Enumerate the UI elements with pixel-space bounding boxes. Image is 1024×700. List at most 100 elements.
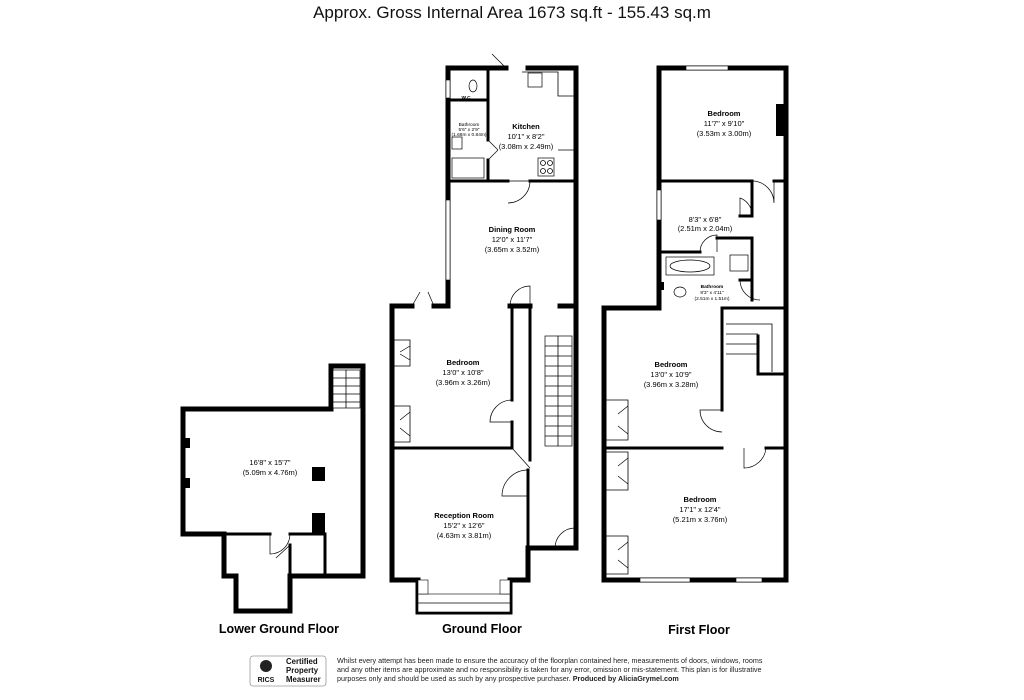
lower-ground-floor-plan: 16'8" x 15'7" (5.09m x 4.76m) Lower Grou…	[180, 363, 366, 636]
lower-ground-room-metric: (5.09m x 4.76m)	[243, 468, 298, 477]
wardrobe	[604, 451, 629, 491]
sink	[527, 72, 543, 88]
wardrobe-door	[399, 345, 411, 437]
first-small-room-metric: (2.51m x 2.04m)	[678, 224, 733, 233]
lower-ground-floor-label: Lower Ground Floor	[219, 622, 339, 636]
door-swing	[554, 527, 576, 549]
ground-bathroom-dims: 5'6" x 2'9"	[459, 127, 480, 133]
door-swing	[275, 544, 291, 559]
front-window	[735, 577, 763, 583]
badge-line-1: Certified	[286, 657, 318, 666]
chimney-breast	[183, 478, 190, 488]
partition-small-room	[738, 179, 754, 218]
badge-line-3: Measurer	[286, 675, 321, 684]
door-swing	[699, 234, 718, 253]
rics-badge: RICS Certified Property Measurer	[249, 655, 327, 687]
front-window	[639, 577, 691, 583]
lower-ground-outer-wall	[180, 363, 366, 614]
dining-room-dims: 12'0" x 11'7"	[492, 235, 533, 244]
reception-room-dims: 15'2" x 12'6"	[443, 521, 484, 530]
ground-bedroom-metric: (3.96m x 3.26m)	[436, 378, 491, 387]
ground-floor-stairs	[544, 335, 573, 447]
door-swing	[739, 279, 761, 301]
first-floor-label: First Floor	[668, 623, 730, 637]
wardrobe	[392, 339, 411, 367]
side-window	[656, 189, 662, 221]
disclaimer-line-3: purposes only and should be used as such…	[337, 674, 679, 683]
chimney-breast	[659, 282, 664, 290]
reception-room-name: Reception Room	[434, 511, 494, 520]
side-window	[445, 79, 451, 99]
first-middle-bedroom-metric: (3.96m x 3.28m)	[644, 380, 699, 389]
chimney-breast	[776, 104, 786, 136]
door-swing	[489, 399, 513, 423]
ground-floor-label: Ground Floor	[442, 622, 522, 636]
toilet	[673, 286, 687, 298]
toilet	[468, 79, 478, 93]
wardrobe-door	[617, 405, 629, 569]
door-swing	[269, 533, 291, 555]
wardrobe	[604, 535, 629, 575]
wc-label: W.C	[461, 95, 471, 101]
first-bathroom-metric: (2.51m x 1.51m)	[695, 296, 730, 302]
hob	[537, 157, 555, 177]
kitchen-fittings	[522, 71, 575, 177]
basin	[729, 254, 749, 272]
produced-by: Produced by AliciaGrymel.com	[573, 674, 679, 683]
first-floor-stairs	[726, 323, 788, 376]
ground-floor-plan: W.C Bathroom 5'6" x 2'9" (1.68m x 0.84m)…	[389, 53, 579, 636]
chimney-breast	[312, 513, 325, 534]
lower-ground-stairs	[332, 369, 361, 409]
door-swing	[751, 180, 775, 204]
first-front-bedroom-dims: 17'1" x 12'4"	[679, 505, 720, 514]
door-swing	[491, 53, 507, 69]
disclaimer-line-3-text: purposes only and should be used as such…	[337, 674, 571, 683]
ground-bathroom-name: Bathroom	[459, 122, 480, 128]
kitchen-metric: (3.08m x 2.49m)	[499, 142, 554, 151]
rear-window	[685, 65, 729, 71]
lower-ground-room-dims: 16'8" x 15'7"	[249, 458, 290, 467]
bath	[451, 157, 485, 179]
door-swing	[411, 291, 435, 307]
first-floor-outer-wall	[601, 65, 789, 583]
first-rear-bedroom-dims: 11'7" x 9'10"	[704, 119, 745, 128]
door-swing	[501, 469, 529, 497]
bay-window	[417, 579, 511, 613]
first-rear-bedroom-metric: (3.53m x 3.00m)	[697, 129, 752, 138]
door-swing	[511, 447, 531, 469]
chimney-breast	[312, 467, 325, 481]
ground-bathroom-metric: (1.68m x 0.84m)	[452, 132, 487, 138]
dining-room-metric: (3.65m x 3.52m)	[485, 245, 540, 254]
first-floor-plan: Bedroom 11'7" x 9'10" (3.53m x 3.00m) 8'…	[601, 65, 789, 637]
first-middle-bedroom-name: Bedroom	[655, 360, 688, 369]
first-middle-bedroom-dims: 13'0" x 10'9"	[650, 370, 691, 379]
bathroom-fittings	[451, 79, 485, 179]
door-swing	[743, 447, 767, 469]
first-small-room-dims: 8'3" x 6'8"	[689, 215, 722, 224]
first-front-bedroom-name: Bedroom	[684, 495, 717, 504]
first-bathroom-dims: 8'3" x 4'11"	[700, 290, 724, 296]
first-rear-bedroom-name: Bedroom	[708, 109, 741, 118]
area-title: Approx. Gross Internal Area 1673 sq.ft -…	[313, 3, 711, 22]
wardrobe	[392, 405, 411, 443]
door-swing	[507, 180, 531, 204]
basin	[451, 136, 463, 150]
rics-logo-icon	[260, 660, 272, 672]
kitchen-dims: 10'1" x 8'2"	[508, 132, 545, 141]
door-swing	[509, 285, 531, 307]
ground-floor-outer-wall	[445, 65, 509, 309]
kitchen-name: Kitchen	[512, 122, 540, 131]
ground-floor-outer-wall	[525, 65, 579, 309]
reception-room-metric: (4.63m x 3.81m)	[437, 531, 492, 540]
door-swing	[739, 197, 753, 216]
side-window	[445, 199, 451, 281]
door-swing	[487, 139, 499, 161]
dining-room-name: Dining Room	[489, 225, 536, 234]
badge-line-2: Property	[286, 666, 319, 675]
lower-ground-partition-2	[288, 532, 327, 578]
door-swing	[699, 409, 723, 433]
disclaimer-line-1: Whilst every attempt has been made to en…	[337, 656, 763, 665]
first-front-bedroom-metric: (5.21m x 3.76m)	[673, 515, 728, 524]
ground-bedroom-dims: 13'0" x 10'8"	[442, 368, 483, 377]
